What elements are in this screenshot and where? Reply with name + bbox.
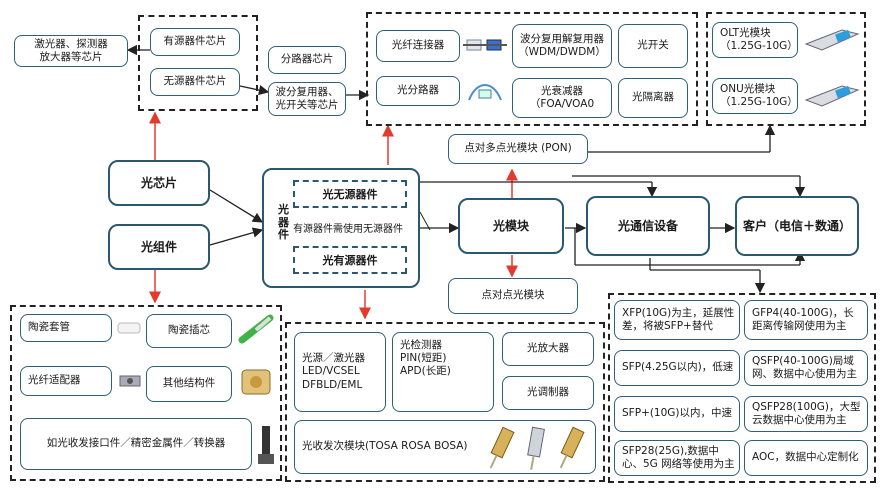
ceramic-ferrule-box: 陶瓷插芯 (146, 314, 232, 348)
chip-types-box: 激光器、探测器 放大器等芯片 (14, 35, 128, 67)
sfp28-box: SFP28(25G),数据中心、5G 网络等使用为主 (614, 440, 740, 476)
splitter-label: 光分路器 (397, 84, 439, 97)
wdm-chip-label: 波分复用器、 光开关等芯片 (275, 85, 339, 111)
attenuator-label: 光衰减器 （FOA/VOA0 (529, 84, 595, 110)
tosa-icon (489, 426, 585, 470)
onu-module-box: ONU光模块 （1.25G-10G） (712, 78, 798, 114)
ceramic-ferrule-label: 陶瓷插芯 (168, 324, 210, 337)
module-types-group (608, 293, 876, 483)
detector-box: 光检测器 PIN(短距) APD(长距) (392, 332, 494, 412)
olt-module-box: OLT光模块 （1.25G-10G） (712, 22, 798, 58)
light-source-label: 光源／激光器 LED/VCSEL DFBLD/EML (302, 352, 365, 391)
wdm-box: 波分复用解复用器 （WDM/DWDM） (512, 24, 612, 68)
onu-module-label: ONU光模块 （1.25G-10G） (720, 82, 798, 108)
fiber-adapter-icon (119, 375, 141, 387)
tosa-label: 光收发次模块(TOSA ROSA BOSA) (302, 440, 468, 453)
amplifier-label: 光放大器 (527, 342, 569, 355)
fiber-connector-box: 光纤连接器 (376, 30, 460, 62)
other-parts-label: 其他结构件 (162, 377, 216, 390)
optical-device-label: 光器件 (278, 203, 289, 242)
transceivers-group (706, 12, 866, 126)
aoc-label: AOC，数据中心定制化 (752, 451, 859, 464)
components-group (10, 305, 282, 481)
ceramic-sleeve-box: 陶瓷套管 (20, 314, 112, 342)
pon-module-box: 点对多点光模块 (PON) (448, 134, 588, 164)
switch-label: 光开关 (637, 39, 669, 52)
active-chip-box: 有源器件芯片 (150, 28, 240, 56)
tosa-box: 光收发次模块(TOSA ROSA BOSA) (294, 420, 596, 474)
passive-chip-label: 无源器件芯片 (163, 75, 227, 88)
passive-devices-group (366, 12, 698, 126)
chip-types-label: 激光器、探测器 放大器等芯片 (34, 37, 108, 63)
wdm-chip-box: 波分复用器、 光开关等芯片 (268, 82, 346, 116)
sfp-plus-box: SFP+(10G)以内，中速 (614, 396, 740, 432)
amplifier-box: 光放大器 (502, 332, 594, 366)
qsfp-label: QSFP(40-100G)局域网、数据中心使用为主 (752, 354, 857, 380)
interfaces-box: 如光收发接口件／精密金属件／转换器 (20, 418, 252, 470)
splitter-icon (468, 84, 502, 101)
detector-label: 光检测器 PIN(短距) APD(长距) (400, 339, 451, 378)
qsfp-box: QSFP(40-100G)局域网、数据中心使用为主 (744, 350, 868, 386)
fiber-connector-icon (463, 39, 507, 51)
customer-box: 客户（电信＋数通） (735, 196, 859, 256)
sfp-box: SFP(4.25G以内)，低速 (614, 350, 740, 386)
onu-module-icon (804, 85, 860, 107)
optical-module-label: 光模块 (492, 218, 529, 233)
modulator-label: 光调制器 (527, 386, 569, 399)
customer-label: 客户（电信＋数通） (742, 218, 851, 233)
interfaces-icon (258, 426, 274, 464)
optical-chip-label: 光芯片 (140, 175, 177, 190)
comm-equipment-label: 光通信设备 (617, 218, 678, 233)
isolator-label: 光隔离器 (632, 91, 674, 104)
other-parts-icon (241, 369, 271, 395)
isolator-box: 光隔离器 (618, 78, 688, 118)
optical-component-box: 光组件 (108, 224, 210, 270)
passive-device-label: 光无源器件 (322, 188, 378, 201)
active-chip-label: 有源器件芯片 (163, 35, 227, 48)
xfp-label: XFP(10G)为主，延展性差，将被SFP+替代 (622, 306, 735, 332)
sfp-label: SFP(4.25G以内)，低速 (622, 361, 734, 374)
ceramic-sleeve-label: 陶瓷套管 (28, 321, 70, 334)
comm-equipment-box: 光通信设备 (586, 196, 710, 256)
sfp28-label: SFP28(25G),数据中心、5G 网络等使用为主 (622, 444, 735, 470)
olt-module-icon (804, 29, 860, 51)
p2p-module-label: 点对点光模块 (481, 289, 545, 302)
aoc-box: AOC，数据中心定制化 (744, 440, 868, 476)
qsfp28-box: QSFP28(100G)，大型云数据中心使用为主 (744, 396, 868, 432)
sfp-plus-label: SFP+(10G)以内，中速 (622, 407, 733, 420)
fiber-connector-label: 光纤连接器 (391, 39, 445, 52)
passive-device-box: 光无源器件 (293, 180, 407, 208)
qsfp28-label: QSFP28(100G)，大型云数据中心使用为主 (752, 400, 861, 426)
splitter-box: 光分路器 (376, 76, 460, 106)
other-parts-box: 其他结构件 (146, 366, 232, 402)
pon-module-label: 点对多点光模块 (PON) (464, 142, 572, 155)
active-device-label: 光有源器件 (322, 254, 378, 267)
optical-component-label: 光组件 (140, 239, 177, 254)
cfp4-box: GFP4(40-100G)，长距离传输网使用为主 (744, 300, 868, 340)
active-device-box: 光有源器件 (293, 246, 407, 274)
cfp4-label: GFP4(40-100G)，长距离传输网使用为主 (752, 306, 854, 332)
splitter-chip-box: 分路器芯片 (268, 46, 346, 74)
device-note: 有源器件需使用无源器件 (293, 224, 403, 235)
ceramic-ferrule-icon (238, 314, 274, 344)
modulator-box: 光调制器 (502, 376, 594, 410)
switch-box: 光开关 (618, 24, 688, 68)
chip-group (138, 15, 258, 111)
xfp-box: XFP(10G)为主，延展性差，将被SFP+替代 (614, 300, 740, 340)
ceramic-sleeve-icon (117, 322, 141, 334)
passive-chip-box: 无源器件芯片 (150, 68, 240, 96)
olt-module-label: OLT光模块 （1.25G-10G） (720, 26, 798, 52)
optical-chip-box: 光芯片 (108, 160, 210, 206)
p2p-module-box: 点对点光模块 (448, 278, 578, 314)
fiber-adapter-label: 光纤适配器 (28, 374, 81, 387)
wdm-label: 波分复用解复用器 （WDM/DWDM） (518, 32, 606, 58)
fiber-adapter-box: 光纤适配器 (20, 366, 112, 396)
optical-module-box: 光模块 (458, 198, 564, 254)
light-source-box: 光源／激光器 LED/VCSEL DFBLD/EML (294, 332, 386, 412)
attenuator-box: 光衰减器 （FOA/VOA0 (512, 78, 612, 118)
active-devices-group (285, 322, 605, 482)
splitter-chip-label: 分路器芯片 (280, 53, 334, 66)
interfaces-label: 如光收发接口件／精密金属件／转换器 (46, 437, 226, 450)
